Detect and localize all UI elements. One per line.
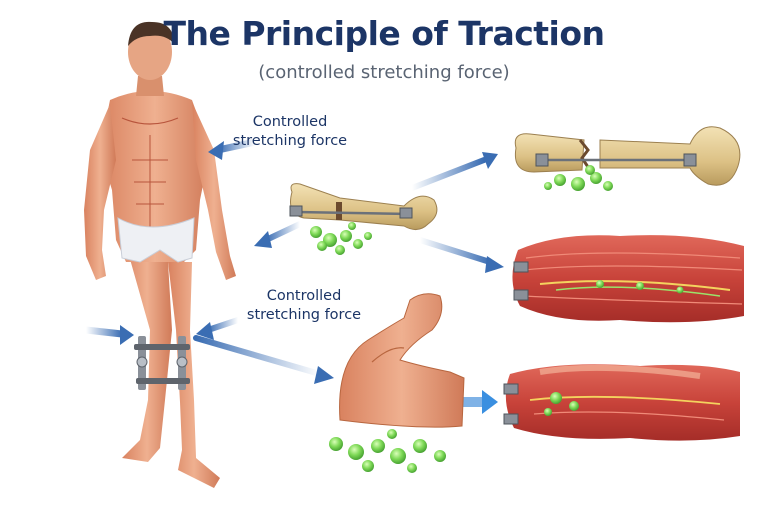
callout-line: Controlled xyxy=(252,114,328,130)
force-arrows xyxy=(82,138,504,414)
fractured-bone-icon xyxy=(514,126,741,191)
arrow-head xyxy=(254,231,272,248)
page-title: The Principle of Traction xyxy=(163,14,605,53)
muscle-tissue-icon xyxy=(512,235,744,323)
traction-clamp-icon xyxy=(503,413,519,425)
traction-clamp-icon xyxy=(513,289,529,301)
page-subtitle: (controlled stretching force) xyxy=(258,62,510,83)
traction-clamp-icon xyxy=(513,261,529,273)
arrow-head xyxy=(120,325,134,345)
callout-line: stretching force xyxy=(232,133,348,149)
human-figure xyxy=(84,21,236,488)
arrow-to-knee-right xyxy=(205,317,241,333)
arrow-knee-to-arm xyxy=(193,335,323,377)
arrow-bone-to-muscle xyxy=(417,237,493,265)
green-healing-cells-icon xyxy=(329,429,446,473)
callout-line: Controlled xyxy=(266,288,342,304)
traction-clamp-icon xyxy=(503,383,519,395)
arrow-head xyxy=(482,152,498,169)
arrow-to-knee xyxy=(82,326,126,338)
arrow-bone-to-fracture xyxy=(409,157,487,191)
flexed-arm-icon xyxy=(339,293,465,428)
callout-line: stretching force xyxy=(246,307,362,323)
callout-stretching-force: Controlled stretching force xyxy=(240,287,368,325)
bone-icon xyxy=(289,183,438,230)
green-healing-cells-icon xyxy=(310,222,372,255)
arrow-head xyxy=(208,141,224,160)
arrow-head xyxy=(314,366,334,384)
callout-stretching-force: Controlled stretching force xyxy=(226,113,354,151)
arrow-head xyxy=(485,256,504,273)
arrow-head xyxy=(482,390,498,414)
arrow-to-shoulder xyxy=(214,138,259,154)
arrow-to-bone xyxy=(263,221,303,243)
healing-tissue-icon xyxy=(503,364,740,441)
knee-brace-icon xyxy=(134,336,190,390)
arrow-head xyxy=(196,322,214,340)
